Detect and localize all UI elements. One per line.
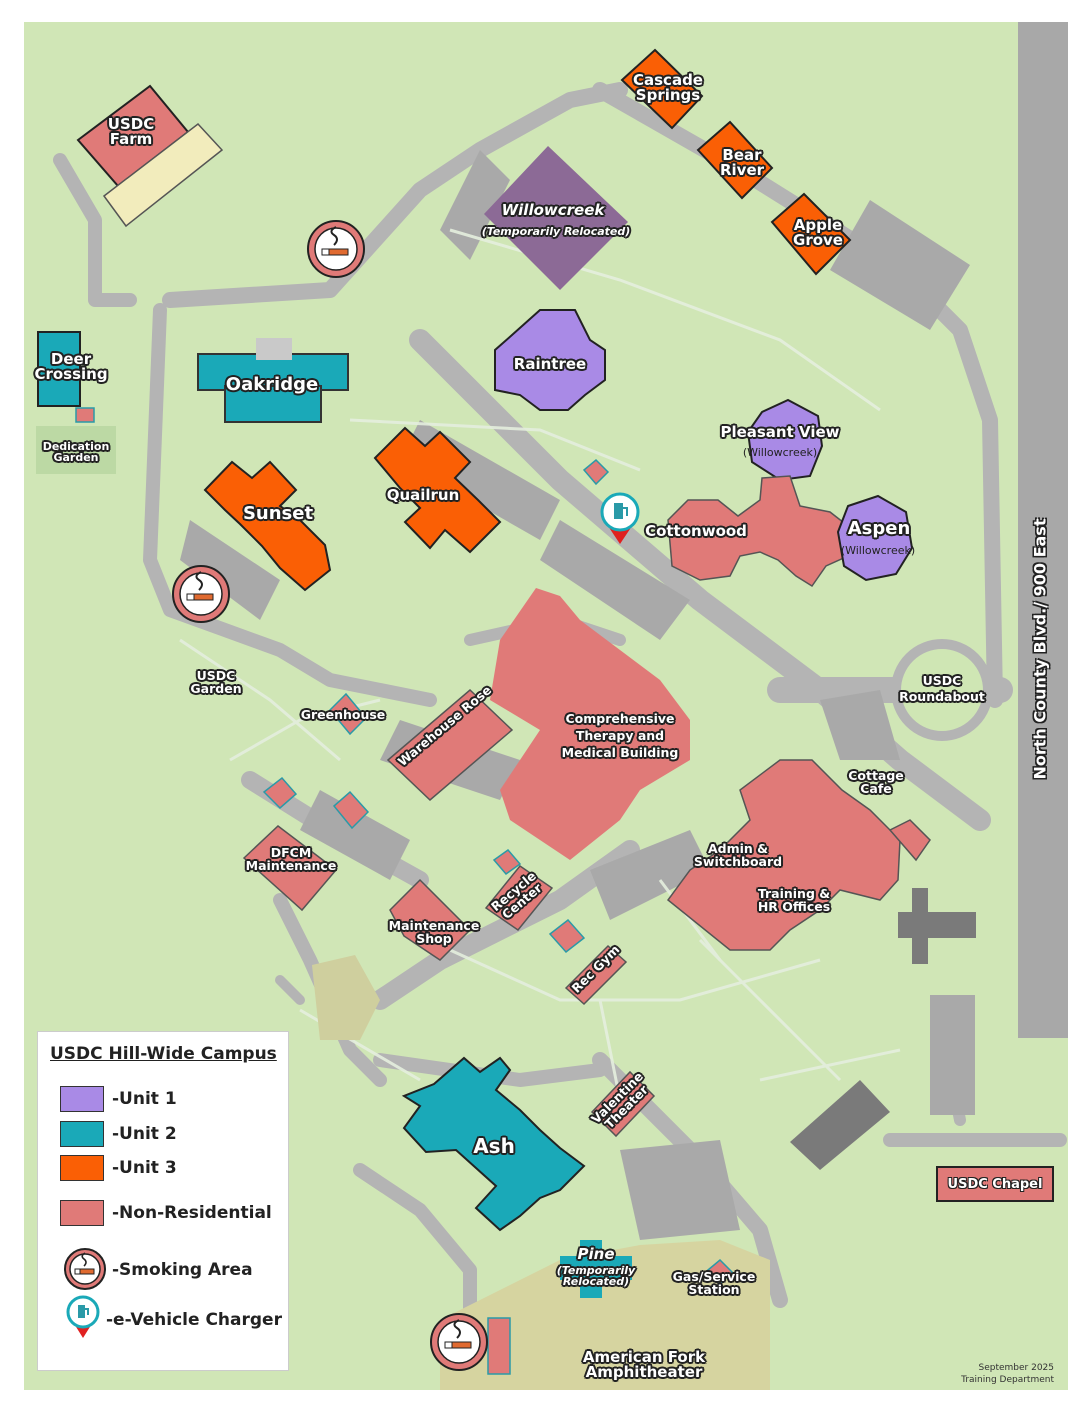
willowcreek-label: Willowcreek <box>501 201 605 219</box>
legend-label: -Unit 3 <box>112 1158 177 1178</box>
map-footer: September 2025 Training Department <box>961 1362 1054 1386</box>
pleasant-view-note: (Willowcreek) <box>742 446 818 459</box>
oakridge-label: Oakridge <box>225 374 319 395</box>
legend-label: -e-Vehicle Charger <box>106 1310 282 1330</box>
dedication-garden <box>36 426 116 474</box>
ev-charger-icon <box>600 492 640 544</box>
bear-river-label: Bear River <box>719 146 765 179</box>
ash-label: Ash <box>473 1134 515 1158</box>
aspen-label: Aspen <box>847 518 911 539</box>
recycle-center-building <box>484 864 554 932</box>
usdc-roundabout-label: USDC Roundabout <box>899 673 985 704</box>
admin-building <box>666 759 901 951</box>
apple-grove-building <box>770 192 852 276</box>
cascade-springs-label: Cascade Springs <box>633 71 703 104</box>
legend-item-ev-charger: -e-Vehicle Charger <box>106 1304 282 1336</box>
maintenance-shop-building <box>389 878 472 961</box>
smoking-area-icon <box>172 565 230 623</box>
cottonwood-label: Cottonwood <box>645 522 747 540</box>
legend-item-non-residential: -Non-Residential <box>60 1197 272 1229</box>
admin-switchboard-label: Admin & Switchboard <box>693 841 783 869</box>
pine-note: (Temporarily Relocated) <box>556 1264 636 1288</box>
pleasant-view-building <box>746 398 824 482</box>
quailrun-label: Quailrun <box>386 486 460 504</box>
legend-label: -Unit 2 <box>112 1124 177 1144</box>
usdc-chapel-label: USDC Chapel <box>936 1166 1054 1202</box>
legend-item-smoking-area: -Smoking Area <box>112 1254 253 1286</box>
gray-building <box>790 1080 890 1170</box>
map-legend: USDC Hill-Wide Campus -Unit 1 -Unit 2 -U… <box>37 1031 289 1371</box>
sunset-label: Sunset <box>242 503 314 524</box>
non-residential-swatch <box>60 1200 104 1226</box>
bear-river-building <box>696 120 774 200</box>
smoking-area-icon <box>430 1313 488 1371</box>
amphitheater-ground <box>440 1240 770 1390</box>
legend-label: -Smoking Area <box>112 1260 253 1280</box>
legend-item-unit-2: -Unit 2 <box>60 1118 177 1150</box>
north-county-blvd-label: North County Blvd./ 900 East <box>1030 518 1050 780</box>
small-buildings <box>262 458 734 1286</box>
north-county-blvd <box>1018 22 1068 1038</box>
gray-cross-building <box>898 888 976 964</box>
dfcm-maintenance-building <box>242 825 338 912</box>
legend-label: -Unit 1 <box>112 1089 177 1109</box>
aspen-building <box>836 494 914 582</box>
quailrun-building <box>373 426 502 554</box>
deer-crossing-label: Deer Crossing <box>34 350 108 383</box>
raintree-label: Raintree <box>513 355 587 373</box>
sandy-lot <box>312 955 380 1040</box>
valentine-theater-building <box>590 1070 656 1138</box>
usdc-garden-label: USDC Garden <box>190 668 242 696</box>
unit-1-swatch <box>60 1086 104 1112</box>
dfcm-maintenance-label: DFCM Maintenance <box>245 845 337 873</box>
smoking-area-icon <box>307 220 365 278</box>
sunset-building <box>203 460 332 592</box>
pine-building <box>560 1240 632 1298</box>
ctmb-building <box>490 588 690 860</box>
ash-building <box>401 1056 586 1232</box>
footer-department: Training Department <box>961 1375 1054 1386</box>
legend-item-unit-1: -Unit 1 <box>60 1083 177 1115</box>
aspen-note: (Willowcreek) <box>840 544 916 557</box>
rec-gym-building <box>564 944 628 1006</box>
unit-3-swatch <box>60 1155 104 1181</box>
raintree-building <box>494 309 606 411</box>
oakridge-building-bottom <box>224 385 322 423</box>
warehouse-rose-building <box>386 688 514 802</box>
cottage-cafe-annex <box>888 819 931 862</box>
apple-grove-label: Apple Grove <box>793 216 843 249</box>
cascade-springs-building <box>620 48 704 130</box>
willowcreek-building <box>484 146 628 290</box>
pleasant-view-label: Pleasant View <box>720 423 840 441</box>
amphitheater-stage <box>487 1317 511 1375</box>
legend-label: -Non-Residential <box>112 1203 272 1223</box>
dedication-garden-label: Dedication Garden <box>42 440 110 464</box>
willowcreek-note: (Temporarily Relocated) <box>481 225 631 238</box>
oakridge-annex <box>256 338 292 360</box>
usdc-farm-field <box>102 122 224 228</box>
training-hr-label: Training & HR Offices <box>757 886 831 914</box>
greenhouse-label: Greenhouse <box>300 707 386 722</box>
dedication-garden-marker <box>75 407 95 423</box>
deer-crossing-building <box>37 331 81 407</box>
legend-title: USDC Hill-Wide Campus <box>50 1044 277 1064</box>
footer-date: September 2025 <box>978 1363 1054 1373</box>
maintenance-shop-label: Maintenance Shop <box>388 918 480 946</box>
cottage-cafe-label: Cottage Cafe <box>848 768 904 796</box>
gas-service-station-label: Gas/Service Station <box>672 1269 756 1297</box>
usdc-farm-label: USDC Farm <box>107 115 155 148</box>
usdc-roundabout <box>891 639 993 741</box>
ctmb-label: Comprehensive Therapy and Medical Buildi… <box>561 711 679 760</box>
amphitheater-label: American Fork Amphitheater <box>582 1348 706 1381</box>
pine-label: Pine <box>577 1245 615 1263</box>
legend-item-unit-3: -Unit 3 <box>60 1152 177 1184</box>
unit-2-swatch <box>60 1121 104 1147</box>
